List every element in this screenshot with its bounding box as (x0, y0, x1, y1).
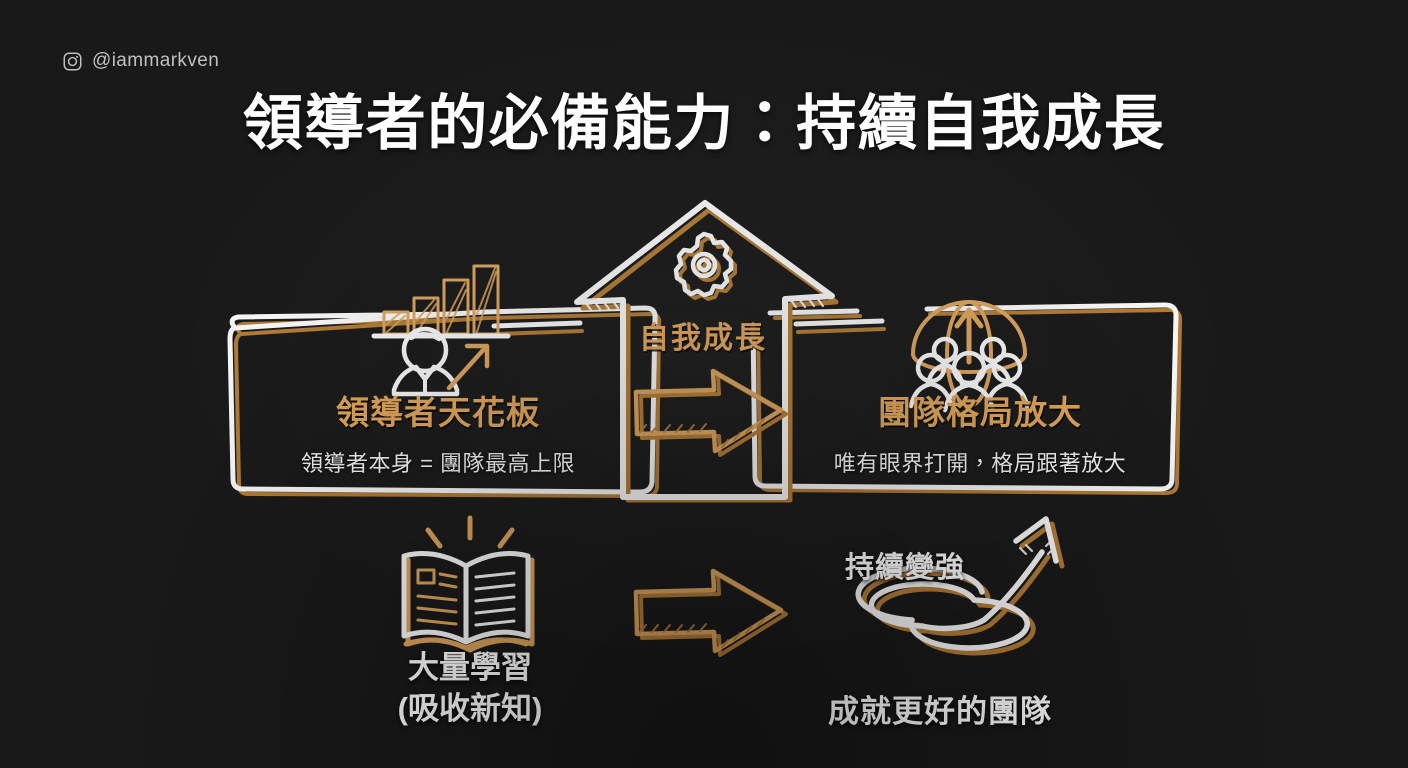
page-title: 領導者的必備能力：持續自我成長 (242, 90, 1166, 157)
gear-icon (673, 231, 737, 301)
bar-chart (371, 264, 511, 339)
left-node-title: 領導者天花板 (336, 394, 540, 431)
right-arrow-icon-bottom (633, 568, 788, 657)
up-right-arrow (446, 343, 490, 391)
left-node-subtitle: 領導者本身 = 團隊最高上限 (300, 451, 576, 476)
sparkle-lines (425, 515, 515, 549)
right-node-subtitle: 唯有眼界打開，格局跟著放大 (833, 451, 1127, 476)
arrow-hatch (639, 618, 765, 648)
instagram-icon (63, 52, 82, 70)
bottom-right-label-top: 持續變強 (844, 552, 965, 584)
bottom-left-label-line1: 大量學習 (408, 650, 532, 685)
right-arrow-icon-middle (633, 368, 788, 457)
spiral-upward-arrow-icon (855, 516, 1065, 656)
bottom-left-text: 大量學習 (吸收新知) (325, 648, 615, 730)
people-group (908, 336, 1030, 413)
bottom-right-label-bottom: 成就更好的團隊 (828, 694, 1052, 729)
bottom-left-label-line2: (吸收新知) (397, 690, 543, 726)
right-node-title: 團隊格局放大 (878, 394, 1082, 431)
hatch-left (583, 298, 620, 312)
self-growth-arrow-shape (574, 200, 839, 503)
connector-left (491, 320, 584, 336)
connector-right (793, 318, 886, 334)
hatch-right (788, 296, 825, 309)
left-node-text: 領導者天花板 領導者本身 = 團隊最高上限 (248, 386, 628, 478)
watermark: @iammarkven (62, 50, 219, 72)
left-node-box (227, 305, 662, 498)
open-book-icon (401, 515, 535, 653)
self-growth-label: 自我成長 (639, 322, 767, 355)
spiral-main (855, 516, 1059, 651)
arrow-hatch (639, 418, 765, 448)
team-globe-arrow-icon (908, 300, 1030, 413)
watermark-handle: @iammarkven (92, 50, 220, 71)
arrowhead-hatch (1018, 538, 1056, 556)
right-node-text: 團隊格局放大 唯有眼界打開，格局跟著放大 (790, 386, 1170, 478)
businessman-growth-chart-icon (371, 264, 511, 397)
